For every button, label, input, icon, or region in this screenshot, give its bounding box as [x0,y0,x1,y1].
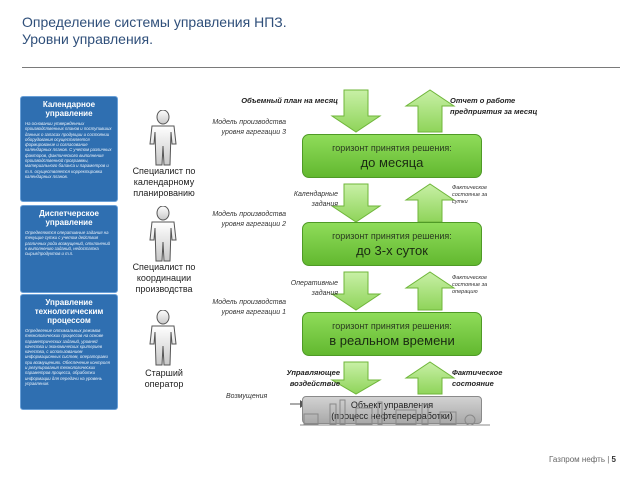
page-title: Определение системы управления НПЗ. Уров… [22,14,287,48]
role-senior-operator: Старший оператор [144,368,184,389]
panel-process-control: Управление технологическим процессом Опр… [20,294,118,410]
panel-body: Определяются оперативные задания на теку… [25,230,111,257]
person-icon [149,310,177,366]
horizon-value: в реальном времени [329,333,455,348]
control-object-box: Объект управления (процесс нефтеперерабо… [302,396,482,424]
horizon-caption: горизонт принятия решения: [332,231,452,241]
label-actual-state-day: Фактическое состояние за сутки [452,185,488,205]
horizon-realtime-box: горизонт принятия решения: в реальном вр… [302,312,482,356]
label-actual-state: Фактическое состояние [452,368,503,388]
refinery-illustration-icon [300,399,490,426]
role-calendar-planner: Специалист по календарному планированию [132,166,196,198]
panel-dispatch-management: Диспетчерское управление Определяются оп… [20,205,118,293]
label-monthly-report: Отчет о работе предприятия за месяц [450,96,538,116]
label-calendar-tasks: Календарные задания [293,191,338,208]
page-number: 5 [611,455,616,464]
flow-arrows [290,89,456,408]
horizon-3days-box: горизонт принятия решения: до 3-х суток [302,222,482,266]
horizon-value: до 3-х суток [356,243,428,258]
label-disturbances: Возмущения [226,393,268,400]
label-control-action: Управляющее воздействие [286,368,341,388]
object-subtitle: (процесс нефтепереработки) [331,411,453,421]
horizon-month-box: горизонт принятия решения: до месяца [302,134,482,178]
model-level-3: Модель производства уровня агрегации 3 [212,119,286,136]
object-title: Объект управления [350,400,434,410]
panel-heading: Управление технологическим процессом [34,298,104,325]
horizon-caption: горизонт принятия решения: [332,321,452,331]
label-actual-state-operation: Фактическое состояние за операцию [452,275,488,295]
footer-brand: Газпром нефть | [549,455,610,464]
horizon-caption: горизонт принятия решения: [332,143,452,153]
person-icon [149,110,177,166]
horizon-value: до месяца [360,155,424,170]
title-line-2: Уровни управления. [22,31,153,47]
panel-body: На основании утвержденных производственн… [25,121,112,179]
label-operative-tasks: Оперативные задания [290,280,338,297]
model-level-1: Модель производства уровня агрегации 1 [212,299,286,316]
title-line-1: Определение системы управления НПЗ. [22,14,287,30]
panel-calendar-management: Календарное управление На основании утве… [20,96,118,202]
person-icon [149,206,177,262]
panel-body: Определение оптимальных режимов технолог… [25,328,110,386]
role-production-coordinator: Специалист по координации производства [132,262,196,294]
label-volume-plan: Объемный план на месяц [241,96,338,105]
footer: Газпром нефть | 5 [549,455,616,464]
title-divider [22,67,620,68]
model-level-2: Модель производства уровня агрегации 2 [212,211,286,228]
panel-heading: Диспетчерское управление [39,209,99,227]
panel-heading: Календарное управление [42,100,96,118]
